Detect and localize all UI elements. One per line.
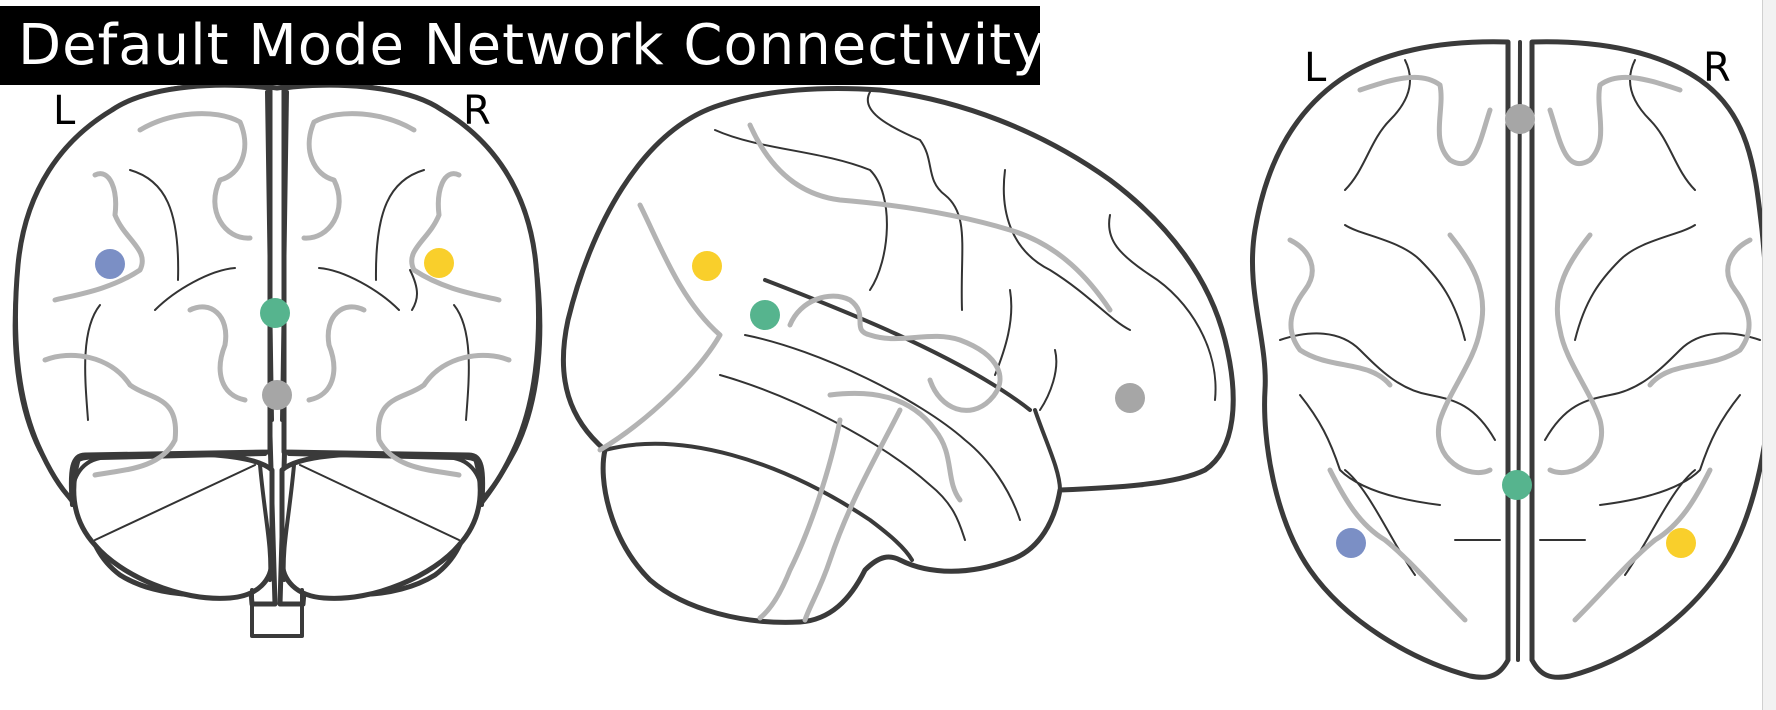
node-green-axial[interactable] [1502, 470, 1532, 500]
coronal-temporal-lines [69, 452, 485, 582]
node-green-coronal[interactable] [260, 298, 290, 328]
axial-gyri [1287, 74, 1753, 623]
sagittal-gyri [597, 122, 1113, 623]
node-green-sagittal[interactable] [750, 300, 780, 330]
node-gray-axial[interactable] [1505, 104, 1535, 134]
axial-right-label: R [1703, 45, 1731, 91]
node-gray-sagittal[interactable] [1115, 383, 1145, 413]
coronal-left-hemisphere [12, 82, 273, 503]
coronal-left-label: L [53, 88, 76, 134]
coronal-brainstem [250, 588, 304, 638]
axial-left-label: L [1304, 45, 1327, 91]
sagittal-cerebellum-line [603, 408, 1102, 562]
node-yellow-sagittal[interactable] [692, 251, 722, 281]
node-gray-coronal[interactable] [262, 380, 292, 410]
axial-midline [1506, 40, 1534, 662]
figure-title: Default Mode Network Connectivity [18, 13, 1047, 78]
node-blue-coronal[interactable] [95, 249, 125, 279]
coronal-midline [265, 90, 289, 422]
sagittal-brain-view [560, 86, 1236, 625]
coronal-brain-view [12, 82, 543, 638]
coronal-right-label: R [463, 88, 491, 134]
node-yellow-coronal[interactable] [424, 248, 454, 278]
sagittal-sulci [714, 91, 1217, 541]
node-blue-axial[interactable] [1336, 528, 1366, 558]
coronal-right-hemisphere [281, 82, 542, 503]
title-banner: Default Mode Network Connectivity [0, 6, 1045, 85]
node-yellow-axial[interactable] [1666, 528, 1696, 558]
axial-left-hemisphere [1250, 39, 1511, 680]
network-nodes [95, 104, 1696, 558]
coronal-gyri [42, 111, 512, 478]
axial-brain-view [1250, 39, 1773, 680]
window-edge [1762, 0, 1776, 710]
axial-sulci [1279, 59, 1761, 576]
